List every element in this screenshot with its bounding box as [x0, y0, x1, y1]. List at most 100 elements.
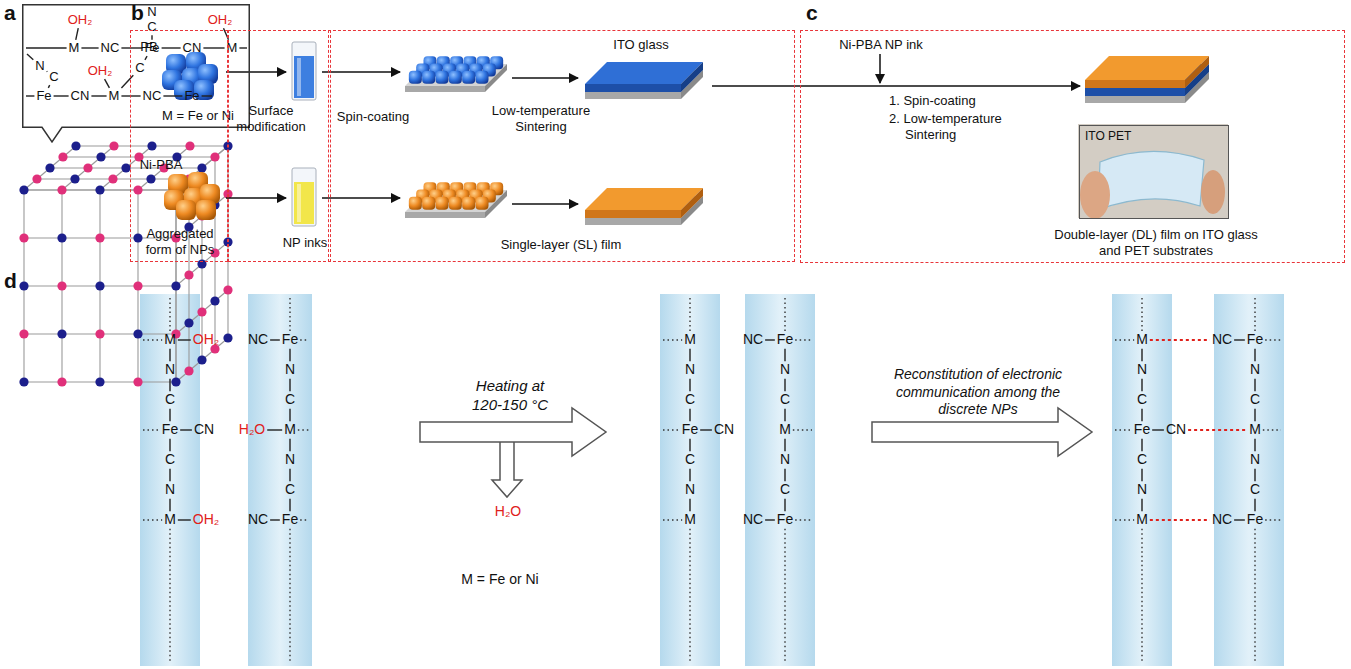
lattice-atom — [133, 281, 142, 290]
slab-front — [1085, 96, 1185, 103]
chemical-bond — [180, 429, 192, 430]
lattice-atom — [96, 152, 105, 161]
lattice-atom — [57, 329, 66, 338]
figure-label: M — [164, 331, 176, 349]
slab-front — [585, 84, 681, 92]
structure-atom: OH₂ — [68, 12, 93, 28]
lattice-atom — [19, 377, 28, 386]
figure-label: N — [780, 361, 790, 379]
nanoparticle-film — [405, 56, 507, 92]
structure-atom: N — [147, 4, 156, 20]
figure-label: N — [1250, 451, 1260, 469]
chemical-bond — [270, 519, 280, 520]
structure-atom: C — [49, 69, 58, 85]
lattice-atom — [19, 281, 28, 290]
node-text: Aggregated form of NPs — [140, 226, 220, 259]
chemical-bond — [1141, 349, 1142, 362]
figure-label: C — [685, 451, 695, 469]
chemical-bond — [784, 349, 785, 362]
figure-label: NC — [248, 331, 268, 349]
chemical-bond — [169, 409, 170, 422]
hand — [1080, 171, 1110, 219]
chemical-bond — [270, 339, 280, 340]
figure-label: N — [780, 451, 790, 469]
structure-atom: OH₂ — [208, 12, 233, 28]
structure-atom: M — [109, 88, 120, 104]
sintered-film — [585, 188, 703, 225]
coordination-bond — [1188, 429, 1247, 431]
vial — [292, 42, 316, 100]
node-text: PB — [140, 39, 157, 55]
chemical-bond — [169, 499, 170, 512]
figure-label: CN — [714, 421, 734, 439]
lattice-atom — [185, 141, 194, 150]
chemical-bond — [289, 409, 290, 422]
chemical-bond — [689, 349, 690, 362]
node-text: Ni-PBA NP ink — [839, 37, 923, 53]
nanoparticle — [449, 197, 462, 210]
chain-continuation — [795, 519, 812, 520]
background-art — [19, 42, 1284, 666]
chemical-bond — [784, 439, 785, 452]
chemical-bond — [76, 28, 78, 40]
chemical-bond — [1141, 439, 1142, 452]
chemical-bond — [289, 499, 290, 512]
process-arrow — [512, 77, 578, 79]
photo-ground — [1078, 124, 1228, 218]
lattice-atom — [133, 185, 142, 194]
figure-label: NC — [1212, 331, 1232, 349]
structure-atom: Fe — [36, 88, 51, 104]
chemical-bond — [1254, 379, 1255, 392]
process-arrow — [512, 203, 578, 205]
lattice-atom — [171, 377, 180, 386]
chemical-bond — [26, 47, 67, 48]
node-text: Spin-coating — [337, 109, 409, 125]
figure-label: C — [780, 391, 790, 409]
structure-atom: M — [69, 40, 80, 56]
coordination-bond — [1150, 519, 1210, 521]
figure-label: N — [165, 481, 175, 499]
lattice-atom — [83, 163, 92, 172]
structure-atom: CN — [183, 40, 202, 56]
figure-label: Fe — [162, 421, 178, 439]
figure-label: M = Fe or Ni — [461, 571, 538, 589]
sintered-film — [585, 62, 703, 99]
figure-label: N — [285, 451, 295, 469]
coordination-bond — [1150, 339, 1210, 341]
chemical-bond — [202, 95, 212, 96]
chemical-bond — [784, 499, 785, 512]
lattice-atom — [223, 285, 232, 294]
chemical-bond — [689, 379, 690, 392]
figure-label: NC — [248, 511, 268, 529]
figure-label: C — [1137, 391, 1147, 409]
chain-continuation — [1115, 519, 1134, 520]
chemical-bond — [169, 349, 170, 362]
chain-continuation — [784, 529, 785, 662]
figure-label: C — [1250, 481, 1260, 499]
double-layer-film — [1085, 56, 1209, 103]
chain-continuation — [795, 339, 812, 340]
chemical-bond — [289, 469, 290, 482]
lattice-atom — [70, 174, 79, 183]
chemical-bond — [784, 469, 785, 482]
lattice-atom — [32, 174, 41, 183]
lattice-atom — [57, 281, 66, 290]
figure-label: H₂O — [239, 421, 265, 439]
lattice-atom — [95, 281, 104, 290]
slab-side — [1185, 56, 1209, 88]
nanoparticle — [422, 197, 435, 210]
chain-continuation — [793, 429, 812, 430]
slab-front — [585, 210, 681, 218]
chemical-bond — [178, 519, 191, 520]
chain-continuation — [663, 519, 682, 520]
figure-label: Fe — [777, 511, 793, 529]
photo-ito-pet — [1078, 124, 1228, 219]
process-arrow — [226, 71, 286, 73]
lattice-atom — [57, 185, 66, 194]
lattice-atom — [184, 366, 193, 375]
lattice-atom — [223, 333, 232, 342]
chemical-bond — [46, 71, 48, 73]
chemical-bond — [1234, 339, 1245, 340]
vial-liquid — [294, 182, 314, 224]
chemical-bond — [121, 95, 140, 96]
